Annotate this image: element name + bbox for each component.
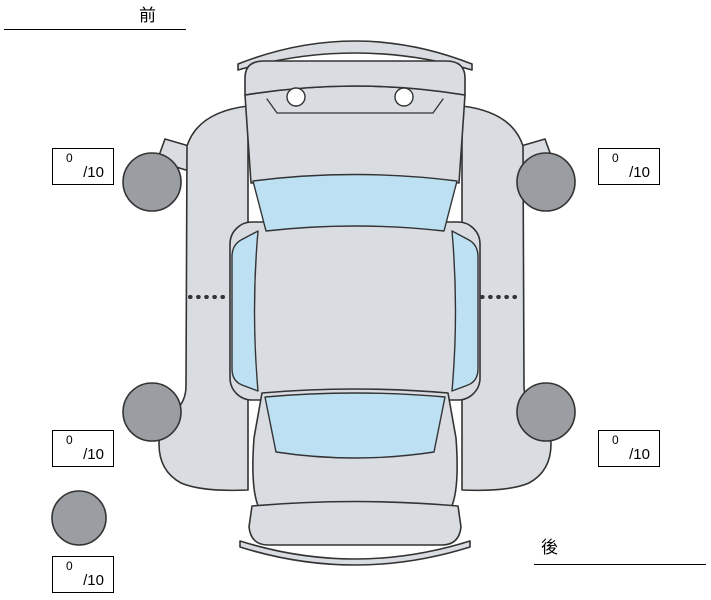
score-value: 0 <box>612 151 619 165</box>
rear-label: 後 <box>541 538 558 557</box>
score-denominator: /10 <box>629 446 650 463</box>
score-value: 0 <box>66 151 73 165</box>
rear-bumper <box>248 500 462 546</box>
hood <box>244 85 466 184</box>
score-denominator: /10 <box>83 572 104 589</box>
front-bumper <box>244 60 466 96</box>
rear-window <box>264 392 446 459</box>
wheel-front-left <box>122 152 182 212</box>
score-denominator: /10 <box>83 164 104 181</box>
right-side-window <box>451 230 479 392</box>
rear-divider-line <box>534 564 706 565</box>
spare-tire <box>51 490 107 546</box>
score-value: 0 <box>612 433 619 447</box>
score-denominator: /10 <box>83 446 104 463</box>
score-value: 0 <box>66 559 73 573</box>
score-box-rear-left: 0 /10 <box>52 430 114 467</box>
washer-nozzle-right-icon <box>394 87 414 107</box>
left-side-window <box>231 230 259 392</box>
rear-spoiler-lip <box>239 540 471 566</box>
score-box-spare: 0 /10 <box>52 556 114 593</box>
score-denominator: /10 <box>629 164 650 181</box>
score-box-rear-right: 0 /10 <box>598 430 660 467</box>
front-spoiler <box>237 40 473 71</box>
score-box-front-right: 0 /10 <box>598 148 660 185</box>
windshield <box>252 173 458 232</box>
front-label: 前 <box>139 6 156 25</box>
hood-cowl-line <box>266 98 444 114</box>
score-box-front-left: 0 /10 <box>52 148 114 185</box>
front-divider-line <box>4 29 186 30</box>
wheel-rear-right <box>516 382 576 442</box>
washer-nozzle-left-icon <box>286 87 306 107</box>
wheel-rear-left <box>122 382 182 442</box>
roof <box>229 221 481 401</box>
wheel-front-right <box>516 152 576 212</box>
score-value: 0 <box>66 433 73 447</box>
